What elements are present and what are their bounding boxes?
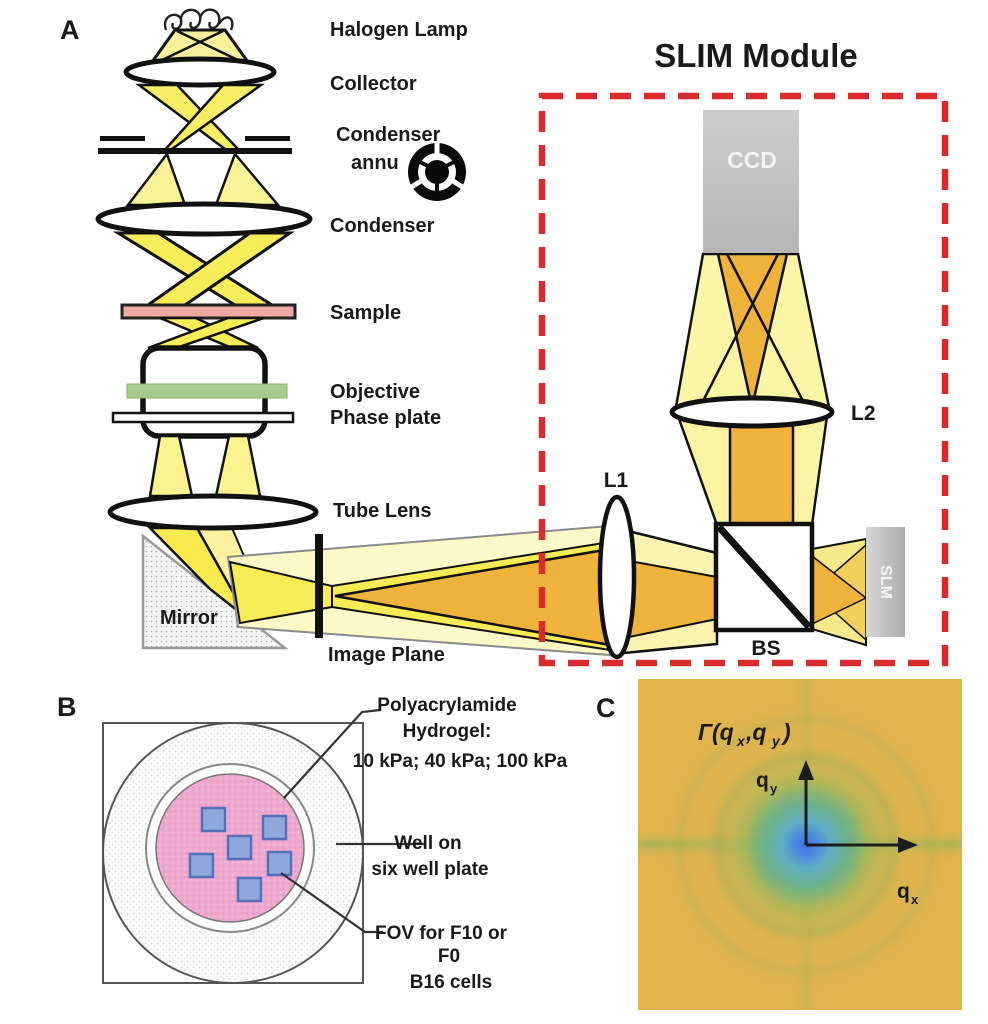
gamma-label-suffix: ) xyxy=(780,719,791,745)
ccd-label: CCD xyxy=(727,147,777,173)
sample-slide xyxy=(120,303,297,320)
fov-square xyxy=(236,876,263,903)
panel-a: CCD SLM A SLIM Module Halogen xyxy=(60,8,949,667)
beam-segment xyxy=(728,414,795,527)
image-plane-marker xyxy=(315,534,323,638)
label-image-plane: Image Plane xyxy=(328,644,445,666)
label-tube-lens: Tube Lens xyxy=(333,500,432,522)
panel-a-label: A xyxy=(60,15,80,45)
fov-square xyxy=(261,814,288,841)
halogen-filament-icon xyxy=(163,8,234,31)
label-fov-3: B16 cells xyxy=(410,972,492,993)
qx-axis-label-sub: x xyxy=(911,892,919,907)
label-collector: Collector xyxy=(330,73,417,95)
label-condenser: Condenser xyxy=(330,215,435,237)
label-hydrogel-2: Hydrogel: xyxy=(403,721,492,742)
annulus-bar xyxy=(98,148,292,154)
qy-axis-label: q xyxy=(756,769,769,792)
fov-squares xyxy=(188,806,293,903)
gamma-label-mid: ,q xyxy=(745,719,766,745)
slm-label: SLM xyxy=(877,565,894,599)
qx-axis-label: q xyxy=(897,880,910,903)
annulus-bar xyxy=(100,136,145,141)
fov-square xyxy=(188,852,215,879)
label-well-1: Well on xyxy=(394,833,461,854)
beam-segment xyxy=(716,252,789,408)
objective-back-plate xyxy=(111,411,295,424)
label-l2: L2 xyxy=(851,402,876,425)
label-halogen-lamp: Halogen Lamp xyxy=(330,19,468,41)
connector-line-fov xyxy=(280,872,383,934)
label-stiffness: 10 kPa; 40 kPa; 100 kPa xyxy=(353,751,568,772)
label-mirror: Mirror xyxy=(160,607,218,629)
label-objective-1: Objective xyxy=(330,381,420,403)
label-condenser-annu-2: annu xyxy=(351,152,399,174)
tube-lens xyxy=(107,493,319,531)
beam-segment xyxy=(214,151,281,207)
slm-device xyxy=(866,527,905,637)
label-condenser-annu-1: Condenser xyxy=(336,124,441,146)
gamma-label-sub-x: x xyxy=(736,733,746,749)
panel-b: B Polyacrylamide Hydrogel: 10 kPa; 40 kP… xyxy=(57,692,568,993)
label-sample: Sample xyxy=(330,302,401,324)
beam-edge xyxy=(176,29,241,63)
slim-module-border xyxy=(538,92,949,667)
beam-splitter-diagonal xyxy=(716,524,812,630)
connector-line-hydrogel xyxy=(283,708,381,799)
label-bs: BS xyxy=(751,637,780,660)
gamma-label-prefix: Γ(q xyxy=(698,719,734,745)
fov-square xyxy=(200,806,227,833)
beam-edge xyxy=(159,29,224,63)
condenser-lens xyxy=(95,201,313,237)
beam-segment xyxy=(214,434,262,498)
qy-arrowhead-icon xyxy=(798,760,814,780)
panel-c-label: C xyxy=(596,693,616,723)
label-objective-2: Phase plate xyxy=(330,407,441,429)
qy-axis-label-sub: y xyxy=(770,781,778,796)
panel-b-label: B xyxy=(57,692,77,722)
label-hydrogel-1: Polyacrylamide xyxy=(377,695,516,716)
beam-edge xyxy=(698,253,780,408)
lens-l1 xyxy=(597,494,637,660)
phase-plate xyxy=(126,383,288,399)
qx-arrowhead-icon xyxy=(898,837,918,853)
beam-edge xyxy=(725,253,808,408)
annulus-bar xyxy=(245,136,290,141)
gamma-label-sub-y: y xyxy=(771,733,781,749)
collector-lens xyxy=(123,56,277,88)
label-l1: L1 xyxy=(604,469,629,492)
panel-c: C Γ(q x ,q y ) q y q x xyxy=(596,679,962,1010)
ccd-detector xyxy=(703,110,799,253)
slim-module-title: SLIM Module xyxy=(654,37,857,74)
label-fov-2: F0 xyxy=(438,946,460,967)
beam-segment xyxy=(125,151,187,207)
phase-annulus-icon xyxy=(408,141,466,201)
fov-square xyxy=(266,850,293,877)
label-well-2: six well plate xyxy=(371,859,488,880)
label-fov-1: FOV for F10 or xyxy=(375,923,508,944)
lens-l2 xyxy=(669,395,835,429)
beam-segment xyxy=(148,434,194,498)
fov-square xyxy=(226,834,253,861)
